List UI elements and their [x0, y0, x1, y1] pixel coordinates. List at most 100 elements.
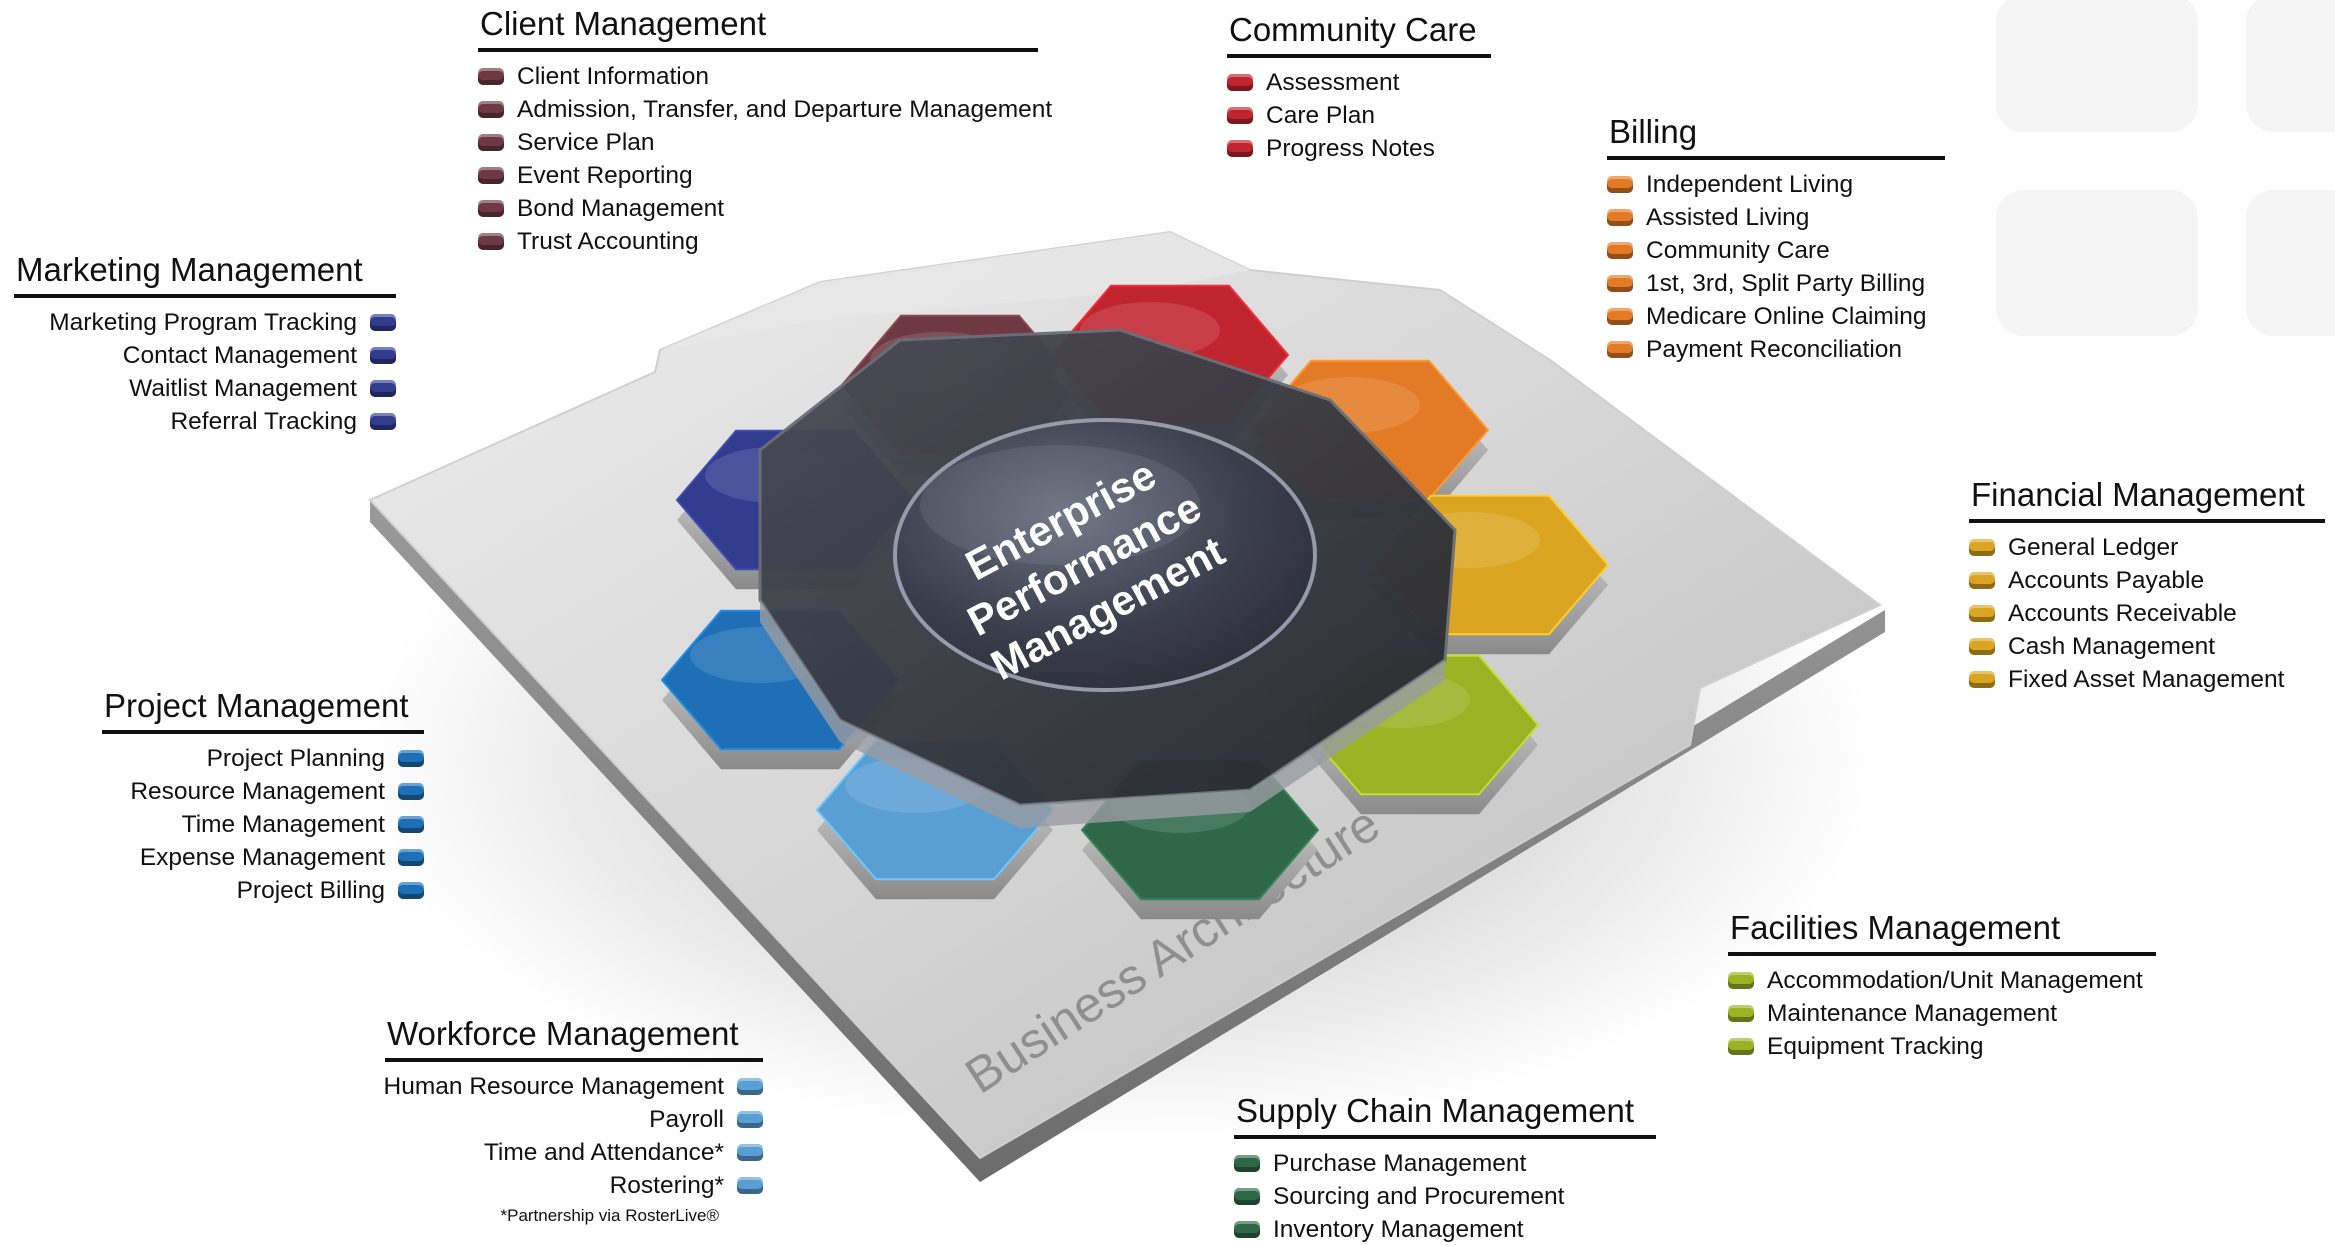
color-swatch-icon: [370, 347, 396, 364]
color-swatch-icon: [398, 849, 424, 866]
group-title: Marketing Management: [14, 250, 396, 298]
group-title: Workforce Management: [385, 1014, 763, 1062]
color-swatch-icon: [370, 413, 396, 430]
module-item-label: Marketing Program Tracking: [49, 309, 357, 336]
module-item-label: Accounts Receivable: [2008, 600, 2237, 627]
module-item: Time Management: [102, 808, 424, 841]
module-item-label: Assessment: [1266, 69, 1400, 96]
module-item-label: Maintenance Management: [1767, 1000, 2058, 1027]
partnership-note: *Partnership via RosterLive®: [500, 1206, 719, 1225]
color-swatch-icon: [1607, 209, 1633, 226]
color-swatch-icon: [1728, 1038, 1754, 1055]
module-item-label: Referral Tracking: [170, 408, 357, 435]
module-item: Purchase Management: [1234, 1147, 1656, 1180]
module-item: Medicare Online Claiming: [1607, 300, 1945, 333]
group-supply-chain-management: Supply Chain Management Purchase Managem…: [1234, 1091, 1656, 1246]
module-item-label: Medicare Online Claiming: [1646, 303, 1927, 330]
module-item-label: Bond Management: [517, 195, 725, 222]
module-item: Time and Attendance*: [385, 1136, 763, 1169]
module-item: Cash Management: [1969, 630, 2325, 663]
module-item-label: Resource Management: [130, 778, 385, 805]
module-item: Referral Tracking: [14, 405, 396, 438]
color-swatch-icon: [1227, 107, 1253, 124]
module-item: Care Plan: [1227, 99, 1491, 132]
color-swatch-icon: [398, 783, 424, 800]
color-swatch-icon: [1607, 176, 1633, 193]
color-swatch-icon: [478, 68, 504, 85]
module-item: Payroll: [385, 1103, 763, 1136]
color-swatch-icon: [1969, 572, 1995, 589]
color-swatch-icon: [1234, 1221, 1260, 1238]
module-item: Admission, Transfer, and Departure Manag…: [478, 93, 1052, 126]
color-swatch-icon: [478, 200, 504, 217]
color-swatch-icon: [398, 816, 424, 833]
module-item: Marketing Program Tracking: [14, 306, 396, 339]
module-item: Maintenance Management: [1728, 997, 2156, 1030]
module-item: General Ledger: [1969, 531, 2325, 564]
color-swatch-icon: [1607, 242, 1633, 259]
center-disc: [893, 418, 1317, 692]
color-swatch-icon: [478, 134, 504, 151]
module-item-label: Project Billing: [236, 877, 385, 904]
group-title: Client Management: [478, 4, 1038, 52]
module-item-label: Progress Notes: [1266, 135, 1435, 162]
module-item-label: Service Plan: [517, 129, 655, 156]
color-swatch-icon: [398, 750, 424, 767]
group-facilities-management: Facilities Management Accommodation/Unit…: [1728, 908, 2156, 1063]
module-item-label: Inventory Management: [1273, 1216, 1524, 1243]
color-swatch-icon: [737, 1144, 763, 1161]
module-item: Sourcing and Procurement: [1234, 1180, 1656, 1213]
module-item: Contact Management: [14, 339, 396, 372]
module-item-label: Event Reporting: [517, 162, 693, 189]
module-item: Accounts Payable: [1969, 564, 2325, 597]
module-item: 1st, 3rd, Split Party Billing: [1607, 267, 1945, 300]
group-title: Supply Chain Management: [1234, 1091, 1656, 1139]
module-item-label: 1st, 3rd, Split Party Billing: [1646, 270, 1926, 297]
module-item-label: Care Plan: [1266, 102, 1375, 129]
color-swatch-icon: [1607, 308, 1633, 325]
module-item: Rostering*: [385, 1169, 763, 1202]
background-tile: [1996, 0, 2198, 132]
module-item: Project Planning: [102, 742, 424, 775]
module-item-label: Trust Accounting: [517, 228, 699, 255]
module-item-label: Time Management: [181, 811, 385, 838]
module-item-label: Payment Reconciliation: [1646, 336, 1903, 363]
platform-side: [370, 500, 1885, 1182]
module-item-label: Sourcing and Procurement: [1273, 1183, 1565, 1210]
group-marketing-management: Marketing Management Marketing Program T…: [14, 250, 396, 438]
module-item: Independent Living: [1607, 168, 1945, 201]
module-item: Accommodation/Unit Management: [1728, 964, 2156, 997]
module-item: Inventory Management: [1234, 1213, 1656, 1246]
module-item: Trust Accounting: [478, 225, 1052, 258]
module-item-label: Accounts Payable: [2008, 567, 2205, 594]
module-item-label: Waitlist Management: [129, 375, 357, 402]
color-swatch-icon: [478, 101, 504, 118]
module-item-label: Accommodation/Unit Management: [1767, 967, 2143, 994]
color-swatch-icon: [737, 1078, 763, 1095]
color-swatch-icon: [1969, 638, 1995, 655]
module-item-label: Project Planning: [206, 745, 385, 772]
module-item: Event Reporting: [478, 159, 1052, 192]
module-item: Equipment Tracking: [1728, 1030, 2156, 1063]
group-title: Facilities Management: [1728, 908, 2156, 956]
module-item: Payment Reconciliation: [1607, 333, 1945, 366]
module-item-label: Community Care: [1646, 237, 1830, 264]
module-item-label: Cash Management: [2008, 633, 2216, 660]
color-swatch-icon: [1728, 972, 1754, 989]
color-swatch-icon: [398, 882, 424, 899]
group-title: Community Care: [1227, 10, 1491, 58]
module-item-label: General Ledger: [2008, 534, 2179, 561]
module-item: Service Plan: [478, 126, 1052, 159]
color-swatch-icon: [1607, 341, 1633, 358]
color-swatch-icon: [370, 380, 396, 397]
